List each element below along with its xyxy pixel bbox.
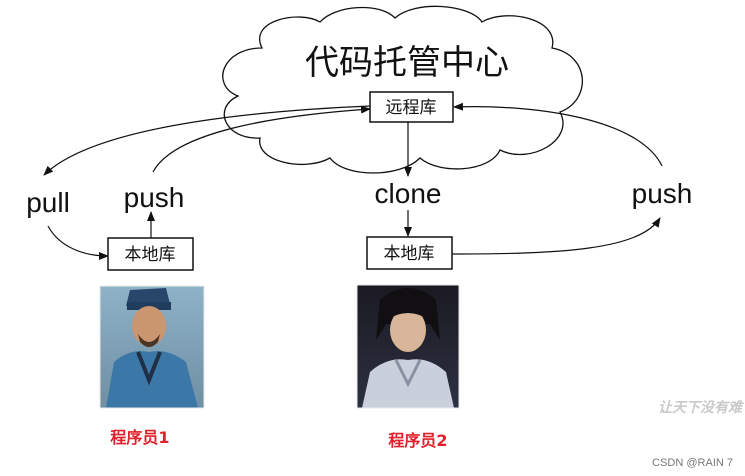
push-label-2: push <box>632 178 693 209</box>
local-repo-label-2: 本地库 <box>384 244 435 264</box>
remote-repo-label: 远程库 <box>386 98 437 118</box>
local-repo-box-2 <box>366 236 453 270</box>
credit-text: CSDN @RAIN 7 <box>652 457 733 469</box>
clone-label: clone <box>375 178 442 209</box>
push-arrow-local-2 <box>451 217 661 255</box>
push-arrow-remote-1 <box>152 105 371 173</box>
push-label-1: push <box>124 182 185 213</box>
watermark-text: 让天下没有难 <box>658 399 744 416</box>
cloud-title: 代码托管中心 <box>305 43 509 83</box>
push-arrow-remote-2 <box>453 102 663 167</box>
developer1-portrait <box>99 285 205 409</box>
pull-arrow-lower <box>47 225 109 260</box>
pull-label: pull <box>26 187 70 218</box>
developer2-name: 程序员2 <box>388 431 447 450</box>
local-repo-box-1 <box>107 237 194 271</box>
local-repo-label-1: 本地库 <box>125 245 176 265</box>
cloud-shape <box>222 5 584 174</box>
developer1-name: 程序员1 <box>110 428 169 447</box>
pull-arrow-upper <box>43 105 371 176</box>
developer2-portrait <box>356 284 460 409</box>
